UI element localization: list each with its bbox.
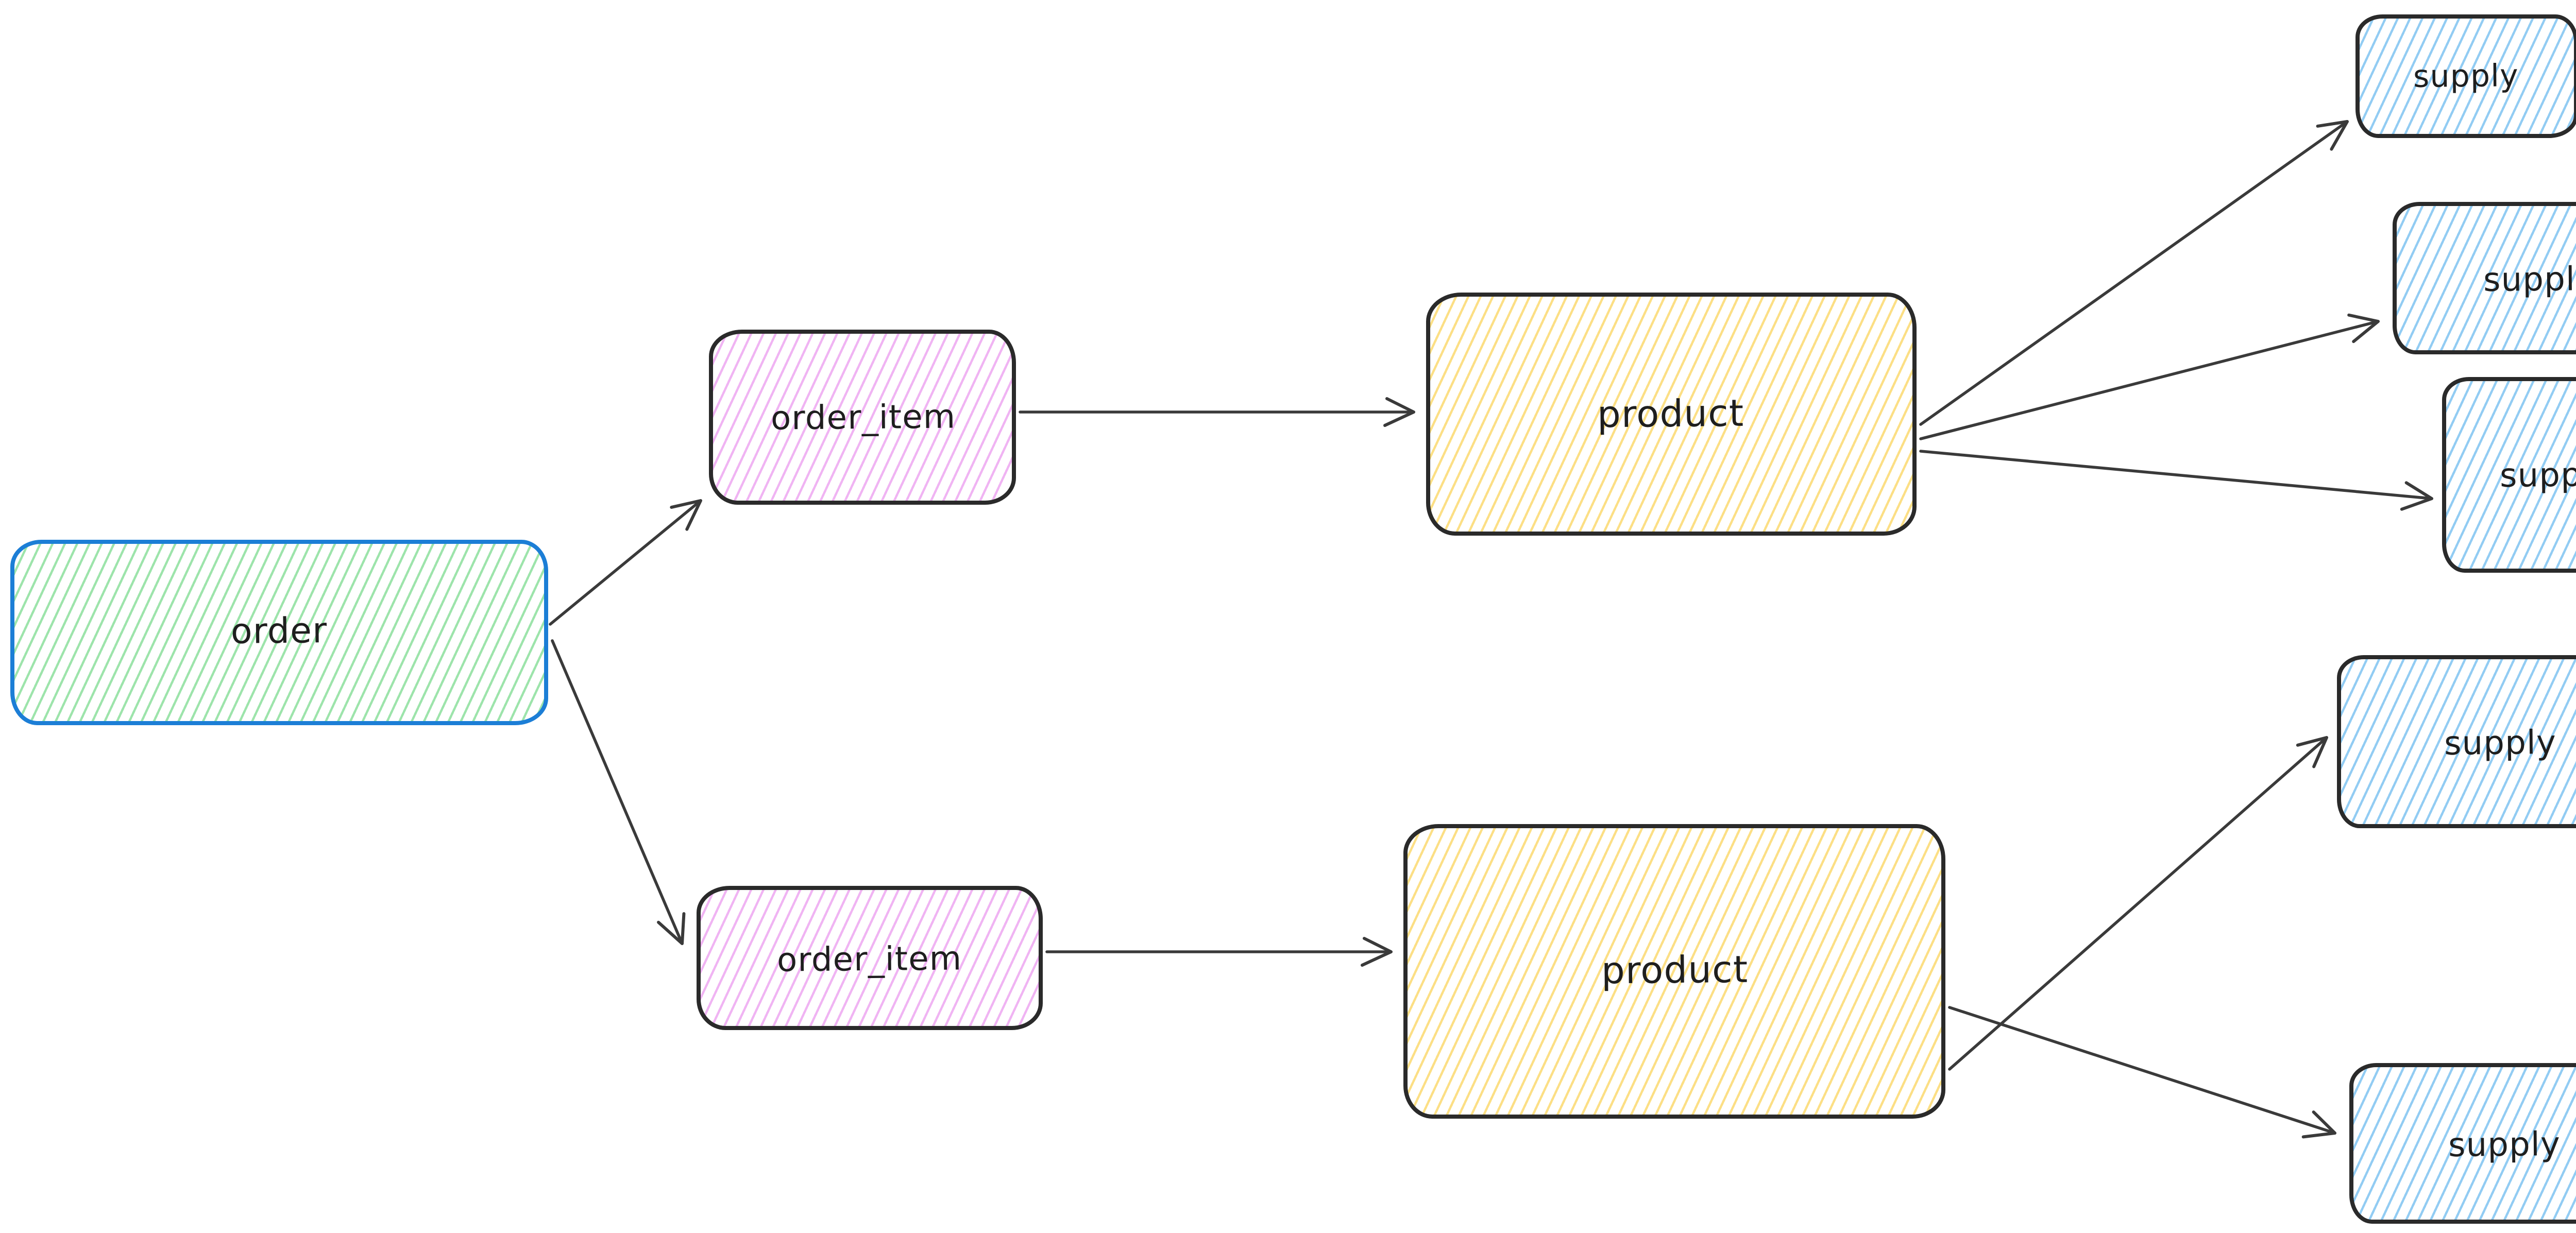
node-order-item-bottom[interactable]: order_item xyxy=(697,886,1043,1030)
node-supply-1-label: supply xyxy=(2414,57,2520,95)
arrow-product-bottom-to-supply-5[interactable] xyxy=(1948,1006,2336,1139)
node-supply-4-label: supply xyxy=(2443,722,2556,762)
node-order-item-bottom-label: order_item xyxy=(777,937,962,979)
node-order-label: order xyxy=(230,611,328,654)
node-product-bottom-label: product xyxy=(1600,949,1749,994)
node-order-item-top-label: order_item xyxy=(770,397,955,438)
node-supply-5-label: supply xyxy=(2447,1123,2561,1163)
node-supply-3[interactable]: supply xyxy=(2442,377,2576,573)
node-supply-2-label: supply xyxy=(2483,258,2576,298)
node-product-top-label: product xyxy=(1597,391,1745,437)
arrow-product-top-to-supply-1[interactable] xyxy=(1919,120,2349,426)
node-product-bottom[interactable]: product xyxy=(1403,824,1945,1119)
node-order-item-top[interactable]: order_item xyxy=(709,330,1016,505)
arrow-order-to-order-item-bottom[interactable] xyxy=(551,639,686,945)
node-supply-4[interactable]: supply xyxy=(2337,655,2576,828)
node-supply-5[interactable]: supply xyxy=(2349,1063,2576,1224)
node-supply-3-label: supply xyxy=(2499,455,2576,495)
node-order[interactable]: order xyxy=(10,540,548,725)
arrow-order-to-order-item-top[interactable] xyxy=(549,499,702,626)
arrow-product-bottom-to-supply-4[interactable] xyxy=(1948,736,2328,1071)
node-product-top[interactable]: product xyxy=(1426,293,1917,536)
arrow-product-top-to-supply-3[interactable] xyxy=(1919,450,2433,511)
node-supply-1[interactable]: supply xyxy=(2355,14,2576,138)
arrow-product-top-to-supply-2[interactable] xyxy=(1919,313,2380,440)
node-supply-2[interactable]: supply xyxy=(2393,202,2576,354)
